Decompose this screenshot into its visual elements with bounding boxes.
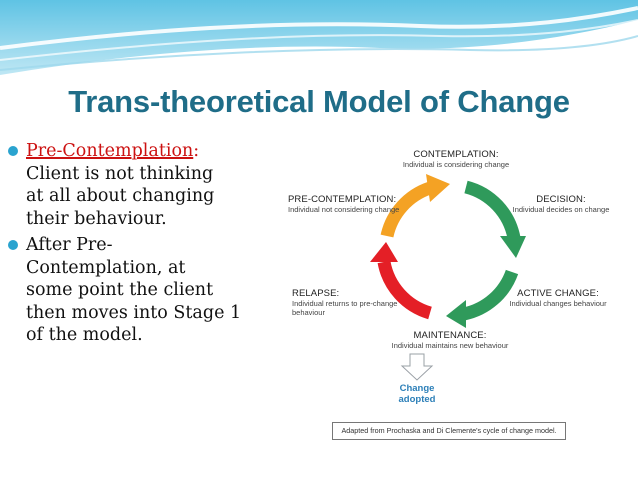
- bullet-line: After Pre-: [26, 235, 113, 255]
- stage-desc: Individual not considering change: [288, 205, 400, 214]
- cycle-of-change-diagram: CONTEMPLATION: Individual is considering…: [262, 132, 626, 444]
- stage-maintenance: MAINTENANCE: Individual maintains new be…: [380, 330, 520, 350]
- arrow-relapse: [377, 260, 433, 320]
- stage-pre-contemplation: PRE-CONTEMPLATION: Individual not consid…: [288, 194, 399, 214]
- stage-desc: behaviour: [292, 308, 325, 317]
- bullet-text: After Pre- Contemplation, at some point …: [26, 234, 258, 347]
- bullet-dot-icon: [8, 146, 18, 156]
- stage-relapse: RELAPSE: Individual returns to pre-chang…: [292, 288, 397, 317]
- stage-label: ACTIVE CHANGE:: [517, 288, 599, 299]
- stage-desc: Individual changes behaviour: [509, 299, 607, 308]
- bullet-dot-icon: [8, 240, 18, 250]
- arrow-head-red: [370, 242, 398, 262]
- stage-decision: DECISION: Individual decides on change: [508, 194, 614, 214]
- arrow-pre-contemplation-to-contemplation: [380, 181, 433, 238]
- down-arrow-icon: [400, 353, 434, 381]
- stage-desc: Individual maintains new behaviour: [391, 341, 509, 350]
- cycle-arrows: [370, 174, 526, 381]
- stage-label: RELAPSE:: [292, 288, 340, 299]
- header-wave-decoration: [0, 0, 638, 75]
- arrow-head-green-bottom: [446, 300, 466, 328]
- stage-highlight: Pre-Contemplation: [26, 141, 194, 161]
- bullet-item: Pre-Contemplation: Client is not thinkin…: [8, 140, 258, 230]
- bullet-text: Pre-Contemplation: Client is not thinkin…: [26, 140, 258, 230]
- bullet-line: Contemplation, at: [26, 257, 186, 278]
- arrow-head-orange: [426, 174, 450, 202]
- bullet-line: then moves into Stage 1: [26, 302, 242, 323]
- stage-label: CONTEMPLATION:: [413, 149, 499, 160]
- arrow-head-green-right: [500, 236, 526, 258]
- bullet-line: their behaviour.: [26, 208, 167, 229]
- bullet-line: Client is not thinking: [26, 163, 214, 184]
- stage-label: PRE-CONTEMPLATION:: [288, 194, 397, 205]
- stage-colon: :: [193, 141, 200, 161]
- stage-desc: Individual decides on change: [512, 205, 610, 214]
- arrow-contemplation-to-decision: [464, 180, 521, 240]
- stage-desc: Individual is considering change: [402, 160, 510, 169]
- stage-desc: Individual returns to pre-change: [292, 299, 398, 308]
- bullet-line: some point the client: [26, 280, 214, 300]
- stage-label: DECISION:: [536, 194, 586, 205]
- arrow-active-change-to-maintenance: [462, 269, 519, 321]
- bullet-list: Pre-Contemplation: Client is not thinkin…: [8, 140, 258, 351]
- change-adopted-label: Change adopted: [398, 383, 436, 405]
- source-caption: Adapted from Prochaska and Di Clemente's…: [332, 422, 566, 440]
- bullet-item: After Pre- Contemplation, at some point …: [8, 234, 258, 347]
- bullet-line: of the model.: [26, 325, 143, 345]
- bullet-line: at all about changing: [26, 186, 215, 206]
- slide-title: Trans-theoretical Model of Change: [68, 84, 570, 119]
- stage-active-change: ACTIVE CHANGE: Individual changes behavi…: [502, 288, 614, 308]
- stage-label: MAINTENANCE:: [413, 330, 487, 341]
- stage-contemplation: CONTEMPLATION: Individual is considering…: [396, 149, 516, 169]
